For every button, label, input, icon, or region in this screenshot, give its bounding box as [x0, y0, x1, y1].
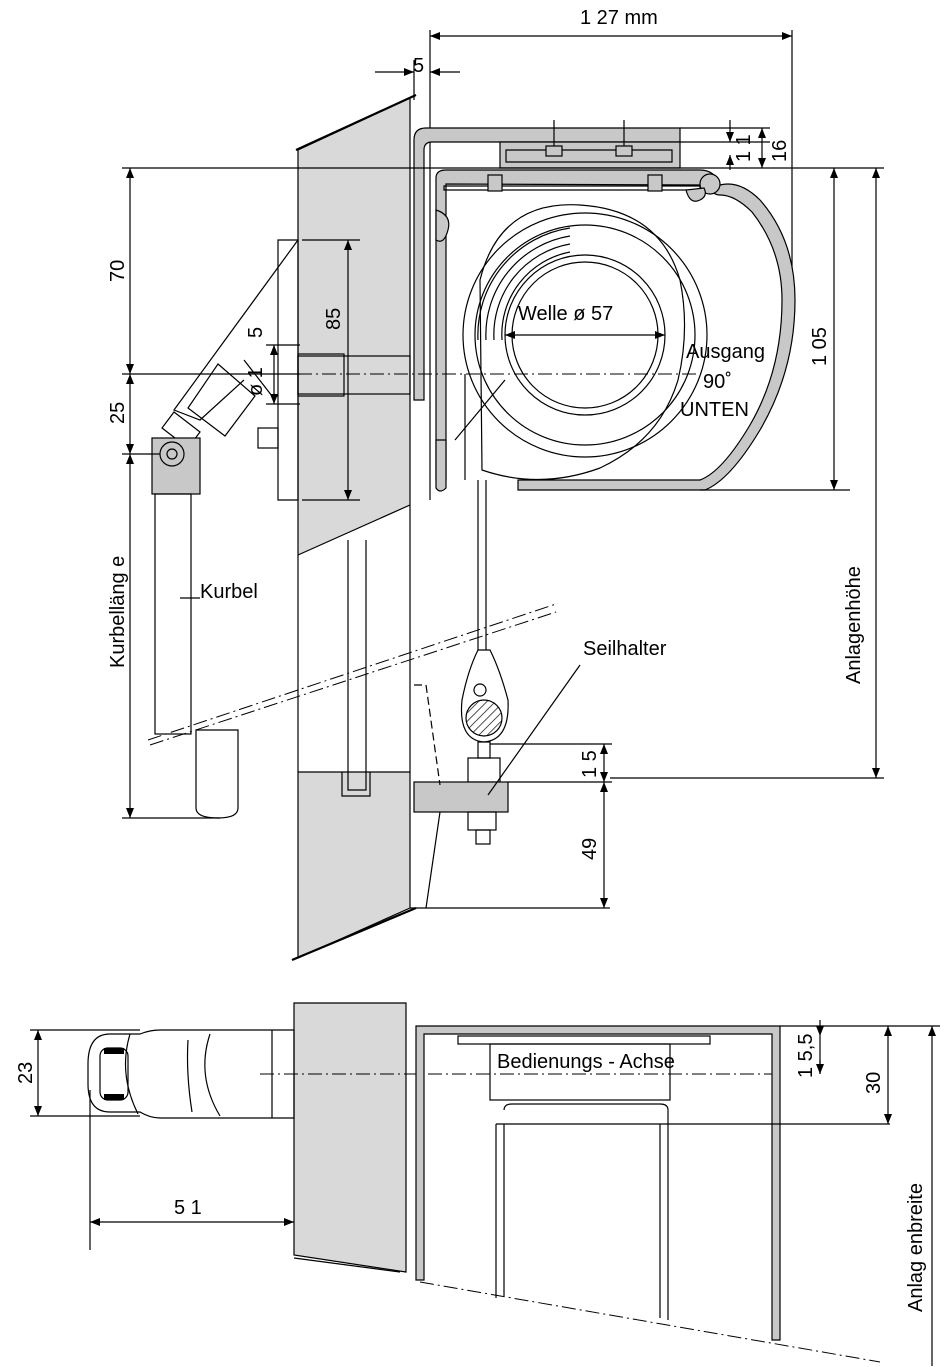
- dim-25: 25: [107, 402, 129, 424]
- dim-15-5: 1 5,5: [795, 1034, 817, 1078]
- wall-section-upper: [297, 97, 411, 556]
- dim-127mm: 1 27 mm: [580, 7, 658, 29]
- label-anlagenbreite: Anlag enbreite: [905, 1183, 927, 1312]
- top-view: 23 5 1 Bedienungs - Achse 1 5,5 30 Anlag…: [15, 1002, 940, 1366]
- mounting-bracket: [413, 127, 681, 401]
- wall-section-lower: [297, 771, 411, 959]
- dim-85: 85: [323, 308, 345, 330]
- roller-housing: [435, 169, 796, 491]
- dim-d1: ø 1: [245, 367, 267, 396]
- side-view: 1 27 mm 5 1 1 16: [107, 7, 884, 962]
- dim-5-small: 5: [245, 327, 267, 338]
- housing-top-view: [415, 1025, 781, 1341]
- dim-16: 16: [769, 140, 791, 162]
- wall-top-view: [293, 1002, 407, 1273]
- dim-5: 5: [413, 55, 424, 77]
- dim-11: 1 1: [733, 134, 755, 162]
- dim-15: 1 5: [579, 750, 601, 778]
- label-seilhalter: Seilhalter: [583, 638, 667, 660]
- dim-105: 1 05: [809, 327, 831, 366]
- crank-joint: [151, 437, 201, 495]
- label-unten: UNTEN: [680, 399, 749, 421]
- dim-51: 5 1: [174, 1197, 202, 1219]
- winding-body: [479, 204, 686, 481]
- label-ausgang: Ausgang: [686, 341, 765, 363]
- label-kurbel: Kurbel: [200, 581, 258, 603]
- label-bedienungsachse: Bedienungs - Achse: [497, 1051, 675, 1073]
- dim-49: 49: [579, 838, 601, 860]
- dim-30: 30: [863, 1072, 885, 1094]
- label-kurbellaenge: Kurbelläng e: [107, 556, 129, 668]
- label-anlagenhoehe: Anlagenhöhe: [843, 566, 865, 684]
- label-90deg: 90˚: [703, 371, 732, 393]
- label-welle: Welle ø 57: [518, 303, 613, 325]
- dim-23: 23: [15, 1062, 37, 1084]
- dim-70: 70: [107, 260, 129, 282]
- crank-handle-top: [87, 1029, 295, 1119]
- crank-bracket: [277, 239, 299, 501]
- crank-arm: [154, 493, 192, 735]
